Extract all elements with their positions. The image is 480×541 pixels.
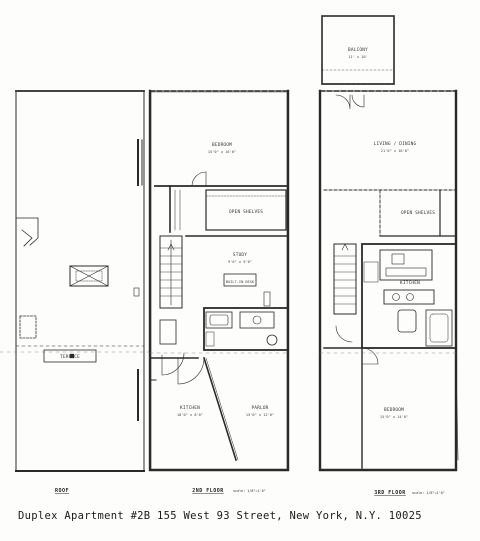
third-floor-plan xyxy=(318,15,459,472)
bedroom-2nd-dim: 15'0" x 16'0" xyxy=(208,150,236,154)
parlor-label: PARLOR xyxy=(251,405,268,411)
bedroom-2nd-label: BEDROOM xyxy=(212,142,232,148)
roof-plan xyxy=(0,90,151,472)
second-floor-plan xyxy=(148,89,290,472)
living-dining-dim: 21'0" x 16'0" xyxy=(381,149,409,153)
parlor-dim: 15'0" x 12'0" xyxy=(246,413,274,417)
balcony-dim: 11' x 10' xyxy=(348,55,367,59)
living-dining-label: LIVING / DINING xyxy=(374,141,417,147)
kitchen-label: KITCHEN xyxy=(180,405,200,411)
open-shelves-2-label: OPEN SHELVES xyxy=(401,210,435,216)
roof-hatch xyxy=(19,315,37,339)
bedroom-3rd-label: BEDROOM xyxy=(384,407,404,413)
study-dim: 9'6" x 9'0" xyxy=(228,260,252,264)
balcony-label: BALCONY xyxy=(348,47,368,53)
skylight xyxy=(69,265,109,287)
study-desk-note: BUILT-IN DESK xyxy=(226,280,255,284)
open-shelves-label: OPEN SHELVES xyxy=(229,209,263,215)
drawing-caption: Duplex Apartment #2B 155 West 93 Street,… xyxy=(18,510,422,522)
third-floor-scale: scale: 1/8"=1'0" xyxy=(412,491,445,495)
second-floor-scale: scale: 1/8"=1'0" xyxy=(233,489,266,493)
bedroom-3rd-dim: 15'0" x 14'0" xyxy=(380,415,408,419)
second-floor-label: 2ND FLOOR xyxy=(192,488,224,494)
third-floor-label: 3RD FLOOR xyxy=(374,490,406,496)
roof-plan-label: ROOF xyxy=(55,488,69,494)
kitchen-dim: 10'0" x 8'0" xyxy=(177,413,203,417)
kitchenette-label: KITCHEN xyxy=(400,280,420,286)
terrace-label: TERRACE xyxy=(60,354,80,360)
study-label: STUDY xyxy=(233,252,247,258)
